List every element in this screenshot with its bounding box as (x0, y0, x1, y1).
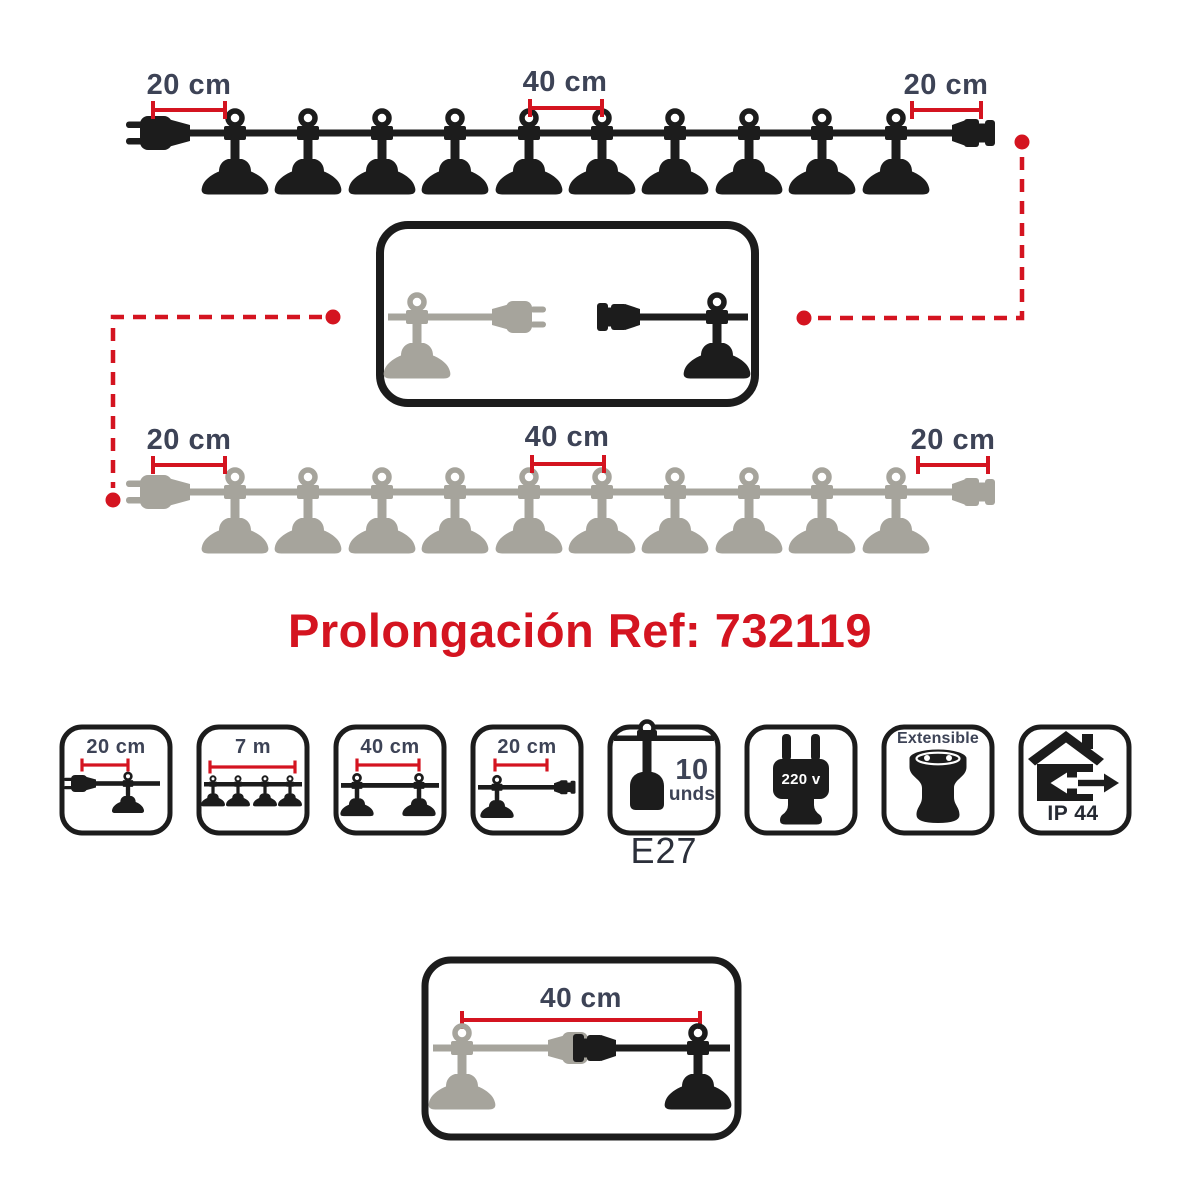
arrow-in-icon (1050, 772, 1081, 794)
socket-icon (909, 749, 967, 823)
icon-box-total-length (196, 724, 310, 836)
bottom-detail-box (421, 956, 742, 1141)
house-icon (1028, 731, 1119, 801)
bulb-count-unit-label: unds (668, 784, 716, 805)
bulb-count-label: 10 (675, 754, 709, 786)
icon-box-bulb-count (607, 719, 721, 836)
icon-bulb-spacing-label: 40 cm (360, 736, 420, 758)
detail-gray-segment (384, 295, 546, 379)
socket-type-label: E27 (630, 830, 698, 871)
icon-end-spacing-label: 20 cm (497, 736, 557, 758)
bottom-gray-segment (429, 1026, 602, 1110)
arrow-out-icon (1078, 773, 1119, 793)
black-string-mid-spacing-label: 40 cm (522, 66, 608, 98)
bottom-black-segment (573, 1026, 731, 1110)
icon-box-end-spacing (470, 724, 584, 836)
icon-box-voltage (744, 724, 858, 836)
dashed-connector-left (105, 309, 341, 508)
icon-box-plug-spacing (59, 724, 173, 836)
dashed-connector-right (796, 134, 1030, 326)
black-string-left-spacing-label: 20 cm (146, 69, 232, 101)
gray-string-left-spacing-label: 20 cm (146, 424, 232, 456)
plug-icon (773, 734, 829, 825)
detail-box-spacing-label: 40 cm (540, 982, 622, 1013)
gray-string (126, 470, 995, 554)
icon-box-bulb-spacing (333, 724, 447, 836)
voltage-label: 220 v (781, 771, 821, 788)
black-string-right-spacing-label: 20 cm (903, 69, 989, 101)
gray-string-brackets (151, 455, 990, 474)
gray-string-mid-spacing-label: 40 cm (524, 421, 610, 453)
ip-rating-label: IP 44 (1047, 802, 1099, 825)
extensible-label: Extensible (896, 730, 980, 747)
product-title: Prolongación Ref: 732119 (287, 604, 873, 657)
detail-black-segment (597, 295, 750, 379)
icon-plug-spacing-label: 20 cm (86, 736, 146, 758)
icon-box-extensible (881, 724, 995, 836)
black-string-brackets (151, 99, 983, 119)
icon-total-length-label: 7 m (235, 736, 271, 758)
black-string (126, 111, 995, 195)
icon-box-ip-rating (1018, 724, 1132, 836)
connection-detail-box (376, 221, 759, 407)
gray-string-right-spacing-label: 20 cm (910, 424, 996, 456)
